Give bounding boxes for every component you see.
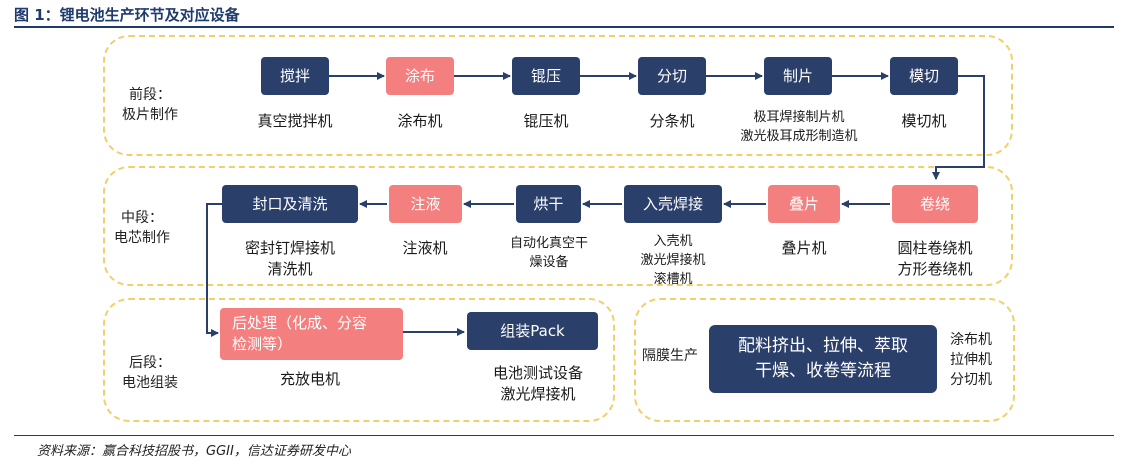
step-slitting: 分切 [638,57,706,95]
equipment-pack-assembly: 电池测试设备 激光焊接机 [492,364,583,403]
middle-stage-section [103,166,1013,286]
arrow-die-to-wind [932,75,985,180]
equipment-sealing-cleaning: 密封钉焊接机 清洗机 [244,239,335,278]
step-tab-making: 制片 [764,57,832,95]
equipment-case-welding: 入壳机 激光焊接机 滚槽机 [640,234,706,287]
footer-divider [14,435,1114,436]
step-coating: 涂布 [386,57,454,95]
equipment-mixing: 真空搅拌机 [257,112,333,130]
equipment-die-cutting: 模切机 [901,112,947,130]
front-stage-section [103,35,1013,156]
separator-process: 配料挤出、拉伸、萃取 干燥、收卷等流程 [709,325,937,393]
step-rolling: 锟压 [512,57,580,95]
step-stacking: 叠片 [768,185,840,223]
equipment-post-processing: 充放电机 [279,370,340,388]
step-sealing-cleaning: 封口及清洗 [222,185,358,223]
separator-equipment: 涂布机 拉伸机 分切机 [950,332,992,388]
arrow-seal-to-post [206,203,222,337]
equipment-slitting: 分条机 [649,112,695,130]
source-note: 资料来源：赢合科技招股书，GGII，信达证券研发中心 [37,444,351,459]
step-die-cutting: 模切 [890,57,958,95]
middle-stage-label: 中段： 电芯制作 [114,210,170,246]
step-winding: 卷绕 [892,185,978,223]
equipment-rolling: 锟压机 [523,112,569,130]
step-mixing: 搅拌 [261,57,329,95]
title-divider [14,26,1114,28]
step-pack-assembly: 组装Pack [467,312,598,350]
equipment-stacking: 叠片机 [781,239,827,257]
step-electrolyte-filling: 注液 [389,185,462,223]
separator-section [634,298,1015,422]
equipment-coating: 涂布机 [397,112,443,130]
step-drying: 烘干 [516,185,581,223]
step-case-welding: 入壳焊接 [624,185,722,223]
step-post-processing: 后处理（化成、分容 检测等） [220,308,403,360]
separator-label: 隔膜生产 [642,348,698,364]
front-stage-label: 前段： 极片制作 [122,87,178,123]
equipment-winding: 圆柱卷绕机 方形卷绕机 [897,239,973,278]
figure-title: 图 1：锂电池生产环节及对应设备 [14,6,240,24]
equipment-drying: 自动化真空干 燥设备 [509,236,588,270]
equipment-tab-making: 极耳焊接制片机 激光极耳成形制造机 [740,110,858,144]
back-stage-label: 后段： 电池组装 [122,355,178,391]
back-stage-section [103,298,615,422]
equipment-electrolyte-filling: 注液机 [402,239,448,257]
